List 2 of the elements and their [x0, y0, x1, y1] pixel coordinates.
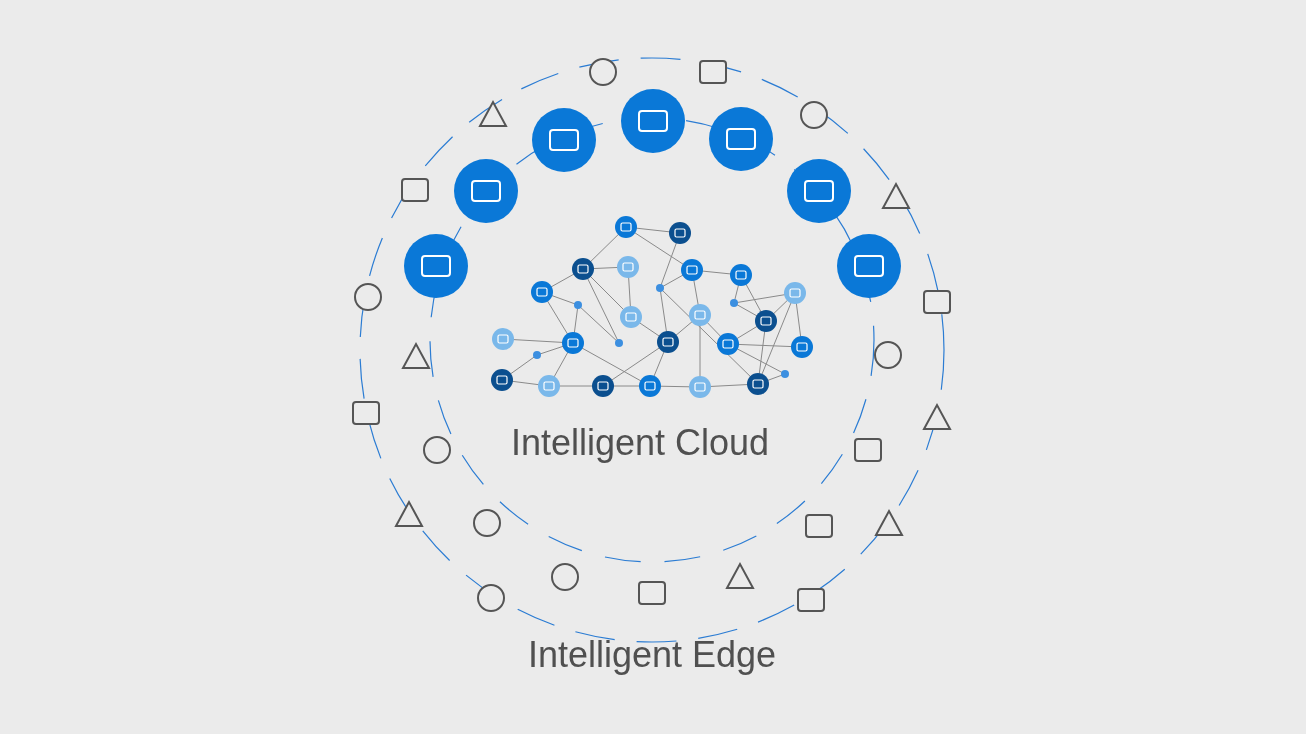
caption-text: Intelligent Edge [527, 634, 777, 676]
caption-text: Intelligent Cloud [510, 422, 770, 464]
